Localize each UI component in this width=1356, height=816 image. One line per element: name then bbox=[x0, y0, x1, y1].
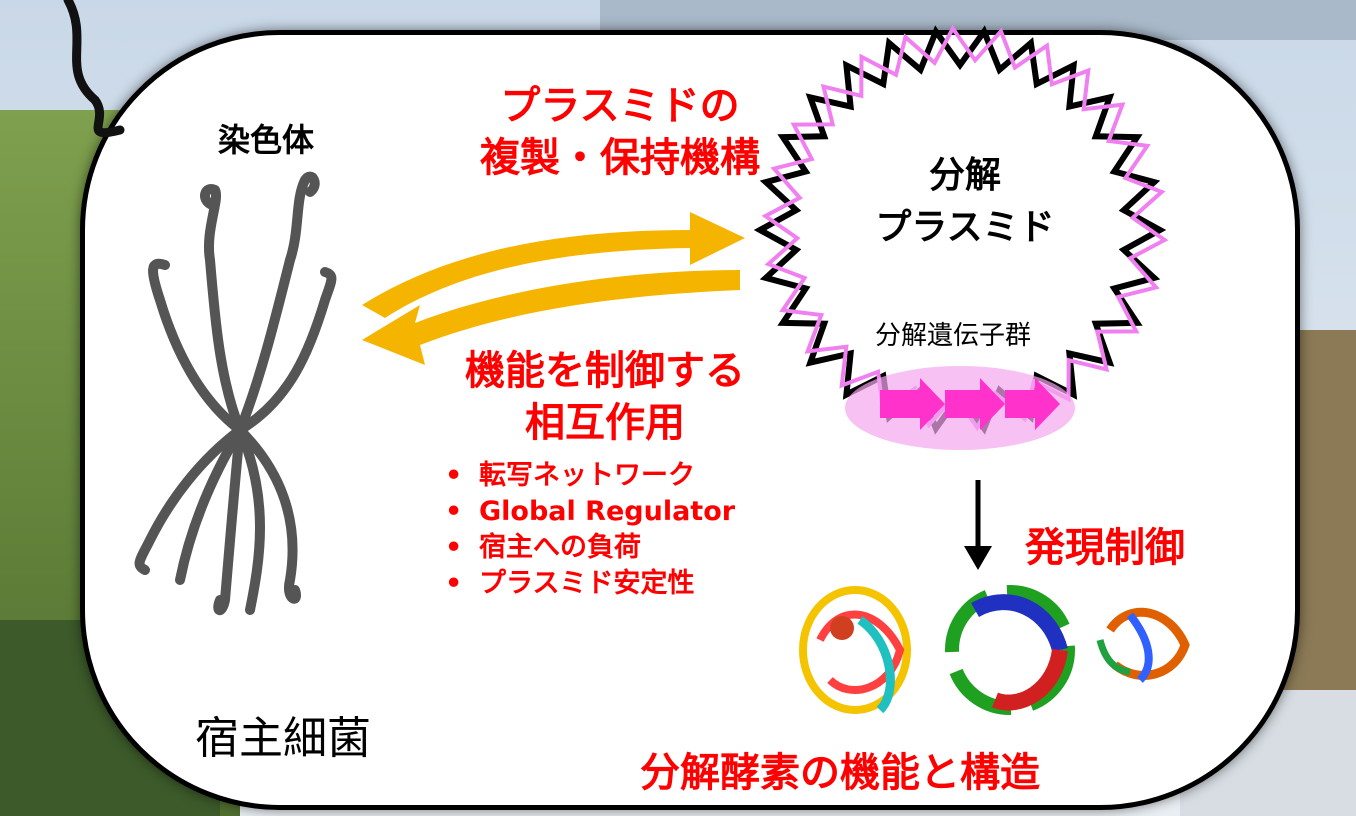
gene-arrows bbox=[845, 366, 1075, 450]
replication-title-line1: プラスミドの bbox=[500, 83, 740, 129]
gene-arrow-3 bbox=[1005, 378, 1060, 430]
plasmid-label-line1: 分解 bbox=[928, 155, 1001, 196]
interaction-title-line2: 相互作用 bbox=[525, 400, 685, 446]
replication-title: プラスミドの 複製・保持機構 bbox=[430, 80, 810, 184]
list-item: 宿主への負荷 bbox=[445, 530, 735, 566]
interaction-list: 転写ネットワーク Global Regulator 宿主への負荷 プラスミド安定… bbox=[445, 458, 735, 602]
protein-structure-3 bbox=[1096, 607, 1190, 683]
plasmid-label: 分解 プラスミド bbox=[845, 150, 1085, 254]
chromosome-label: 染色体 bbox=[218, 121, 315, 159]
chromosome-icon bbox=[134, 171, 337, 616]
list-item: Global Regulator bbox=[445, 494, 735, 530]
expression-arrow bbox=[964, 480, 992, 570]
list-item: プラスミド安定性 bbox=[445, 566, 735, 602]
gene-arrow-2 bbox=[945, 378, 1005, 430]
host-label: 宿主細菌 bbox=[195, 713, 371, 764]
gene-arrow-1 bbox=[880, 378, 945, 430]
interaction-title-line1: 機能を制御する bbox=[465, 348, 745, 394]
plasmid-label-line2: プラスミド bbox=[875, 207, 1055, 248]
interaction-title: 機能を制御する 相互作用 bbox=[430, 345, 780, 449]
enzyme-label: 分解酵素の機能と構造 bbox=[640, 750, 1040, 796]
interaction-arrows bbox=[362, 212, 745, 365]
expression-label: 発現制御 bbox=[1025, 525, 1185, 571]
list-item: 転写ネットワーク bbox=[445, 458, 735, 494]
protein-structure-1 bbox=[799, 586, 911, 714]
rope bbox=[63, 0, 125, 138]
arrow-right bbox=[362, 212, 745, 318]
protein-structure-2 bbox=[945, 585, 1075, 715]
genes-label: 分解遺伝子群 bbox=[875, 321, 1032, 351]
arrow-left bbox=[362, 270, 740, 365]
replication-title-line2: 複製・保持機構 bbox=[480, 135, 760, 181]
